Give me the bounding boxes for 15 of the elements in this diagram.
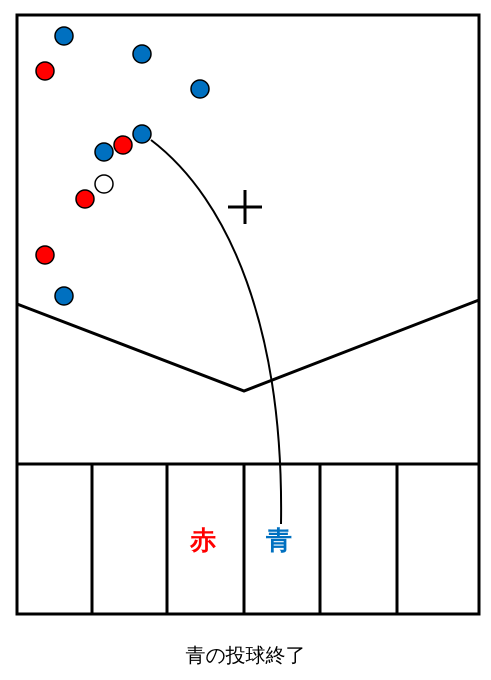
ball: [94, 142, 114, 162]
ball: [35, 61, 55, 81]
ball: [54, 286, 74, 306]
ball: [35, 245, 55, 265]
ball: [190, 79, 210, 99]
ball: [75, 189, 95, 209]
ball: [54, 26, 74, 46]
ball: [113, 135, 133, 155]
jack-ball: [94, 174, 114, 194]
throwing-box-label: 赤: [190, 525, 216, 558]
ball: [132, 44, 152, 64]
caption: 青の投球終了: [186, 643, 306, 667]
trajectory-line: [150, 139, 282, 524]
ball: [132, 124, 152, 144]
throwing-box-label: 青: [266, 524, 292, 558]
